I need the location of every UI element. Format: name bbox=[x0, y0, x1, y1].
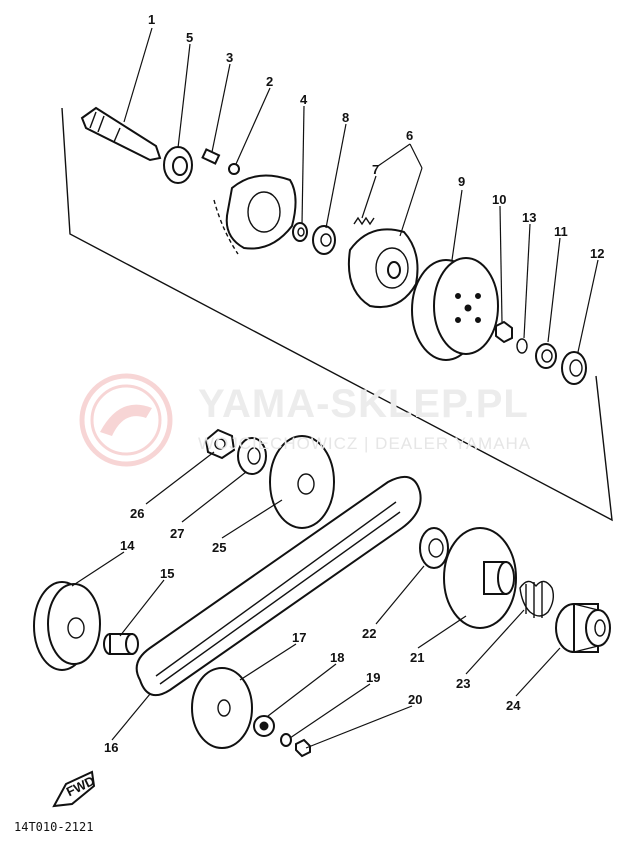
callout-3: 3 bbox=[226, 50, 233, 65]
part-12-oil-seal bbox=[561, 351, 587, 385]
callout-7: 7 bbox=[372, 162, 379, 177]
callout-6: 6 bbox=[406, 128, 413, 143]
callout-2: 2 bbox=[266, 74, 273, 89]
callout-24: 24 bbox=[506, 698, 521, 713]
part-9-clutch-housing bbox=[411, 257, 499, 361]
callout-13: 13 bbox=[522, 210, 536, 225]
part-24-spring-seat bbox=[555, 603, 611, 653]
callout-11: 11 bbox=[554, 224, 568, 239]
callout-4: 4 bbox=[300, 92, 308, 107]
part-17-fixed-sheave bbox=[191, 667, 253, 749]
callout-10: 10 bbox=[492, 192, 506, 207]
part-15-collar bbox=[103, 633, 139, 655]
part-16-v-belt bbox=[135, 475, 422, 697]
callout-21: 21 bbox=[410, 650, 424, 665]
part-13-circlip bbox=[516, 338, 528, 354]
diagram-code: 14T010-2121 bbox=[14, 820, 94, 834]
callout-26: 26 bbox=[130, 506, 144, 521]
callout-22: 22 bbox=[362, 626, 376, 641]
callout-18: 18 bbox=[330, 650, 344, 665]
callout-labels: 1 2 3 4 5 6 7 8 9 10 11 12 13 14 15 16 1… bbox=[104, 12, 604, 755]
part-4-washer bbox=[292, 222, 308, 242]
callout-8: 8 bbox=[342, 110, 349, 125]
part-18-gear bbox=[253, 715, 275, 737]
part-8-bearing bbox=[312, 225, 336, 255]
assembly-boundary-line bbox=[61, 107, 613, 522]
callout-5: 5 bbox=[186, 30, 193, 45]
part-7-spring bbox=[353, 216, 375, 226]
callout-14: 14 bbox=[120, 538, 135, 553]
callout-23: 23 bbox=[456, 676, 470, 691]
part-21-secondary-sheave bbox=[443, 527, 517, 629]
clutch-housing-plate bbox=[213, 174, 297, 255]
callout-12: 12 bbox=[590, 246, 604, 261]
callout-1: 1 bbox=[148, 12, 155, 27]
part-2-washer bbox=[228, 163, 240, 175]
callout-19: 19 bbox=[366, 670, 380, 685]
callout-20: 20 bbox=[408, 692, 422, 707]
part-14-sliding-sheave bbox=[33, 581, 101, 671]
part-22-oil-seal bbox=[419, 527, 449, 569]
part-23-compression-spring bbox=[519, 580, 555, 618]
watermark-subtitle: WOJCIECHOWICZ | DEALER YAMAHA bbox=[198, 434, 532, 453]
callout-17: 17 bbox=[292, 630, 306, 645]
part-11-bearing bbox=[535, 343, 557, 369]
callout-15: 15 bbox=[160, 566, 174, 581]
part-1-primary-shaft bbox=[80, 106, 162, 162]
callout-27: 27 bbox=[170, 526, 184, 541]
part-19-washer bbox=[280, 733, 292, 747]
fwd-direction-arrow: FWD bbox=[52, 770, 97, 808]
part-5-bearing bbox=[163, 146, 193, 184]
part-10-nut bbox=[495, 320, 513, 344]
watermark-title: YAMA-SKLEP.PL bbox=[198, 382, 529, 426]
part-3-bolt bbox=[201, 148, 221, 165]
part-20-nut bbox=[295, 738, 311, 758]
part-27-washer bbox=[237, 437, 267, 475]
part-6-clutch-carrier bbox=[347, 228, 419, 308]
leader-lines bbox=[71, 27, 599, 749]
part-26-nut bbox=[204, 428, 236, 460]
watermark-logo bbox=[79, 373, 173, 467]
callout-9: 9 bbox=[458, 174, 465, 189]
callout-16: 16 bbox=[104, 740, 118, 755]
callout-25: 25 bbox=[212, 540, 226, 555]
part-25-sheave bbox=[269, 435, 335, 529]
